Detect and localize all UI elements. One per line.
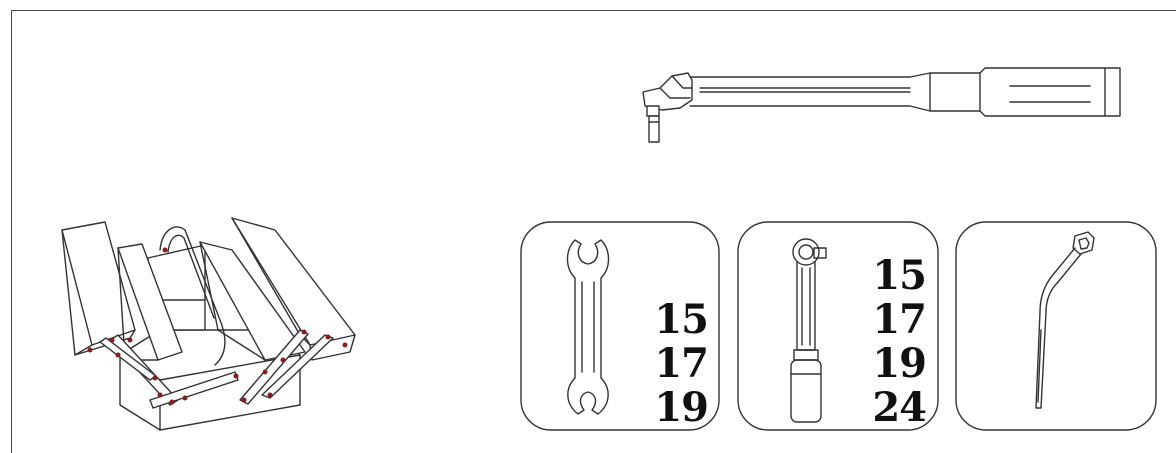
frame-left-line	[11, 10, 12, 453]
toolbox-rivets	[87, 247, 348, 405]
wrench-size-label: 15	[654, 296, 709, 343]
socket-size-label: 19	[872, 340, 927, 387]
panel-open-end-wrench	[520, 221, 720, 431]
socket-size-label: 24	[872, 384, 927, 431]
socket-size-label: 17	[872, 296, 927, 343]
l-socket-wrench-icon	[1035, 231, 1095, 409]
frame-top-line	[11, 10, 1176, 11]
toolbox-icon	[61, 217, 356, 431]
panel-ratchet-socket	[737, 221, 939, 431]
open-end-wrench-icon	[566, 239, 610, 415]
torque-wrench-icon	[642, 67, 1121, 143]
panel-l-socket-wrench	[955, 221, 1157, 431]
ratchet-socket-icon	[790, 238, 827, 423]
wrench-size-label: 19	[654, 384, 709, 431]
wrench-size-label: 17	[654, 340, 709, 387]
socket-size-label: 15	[872, 252, 927, 299]
